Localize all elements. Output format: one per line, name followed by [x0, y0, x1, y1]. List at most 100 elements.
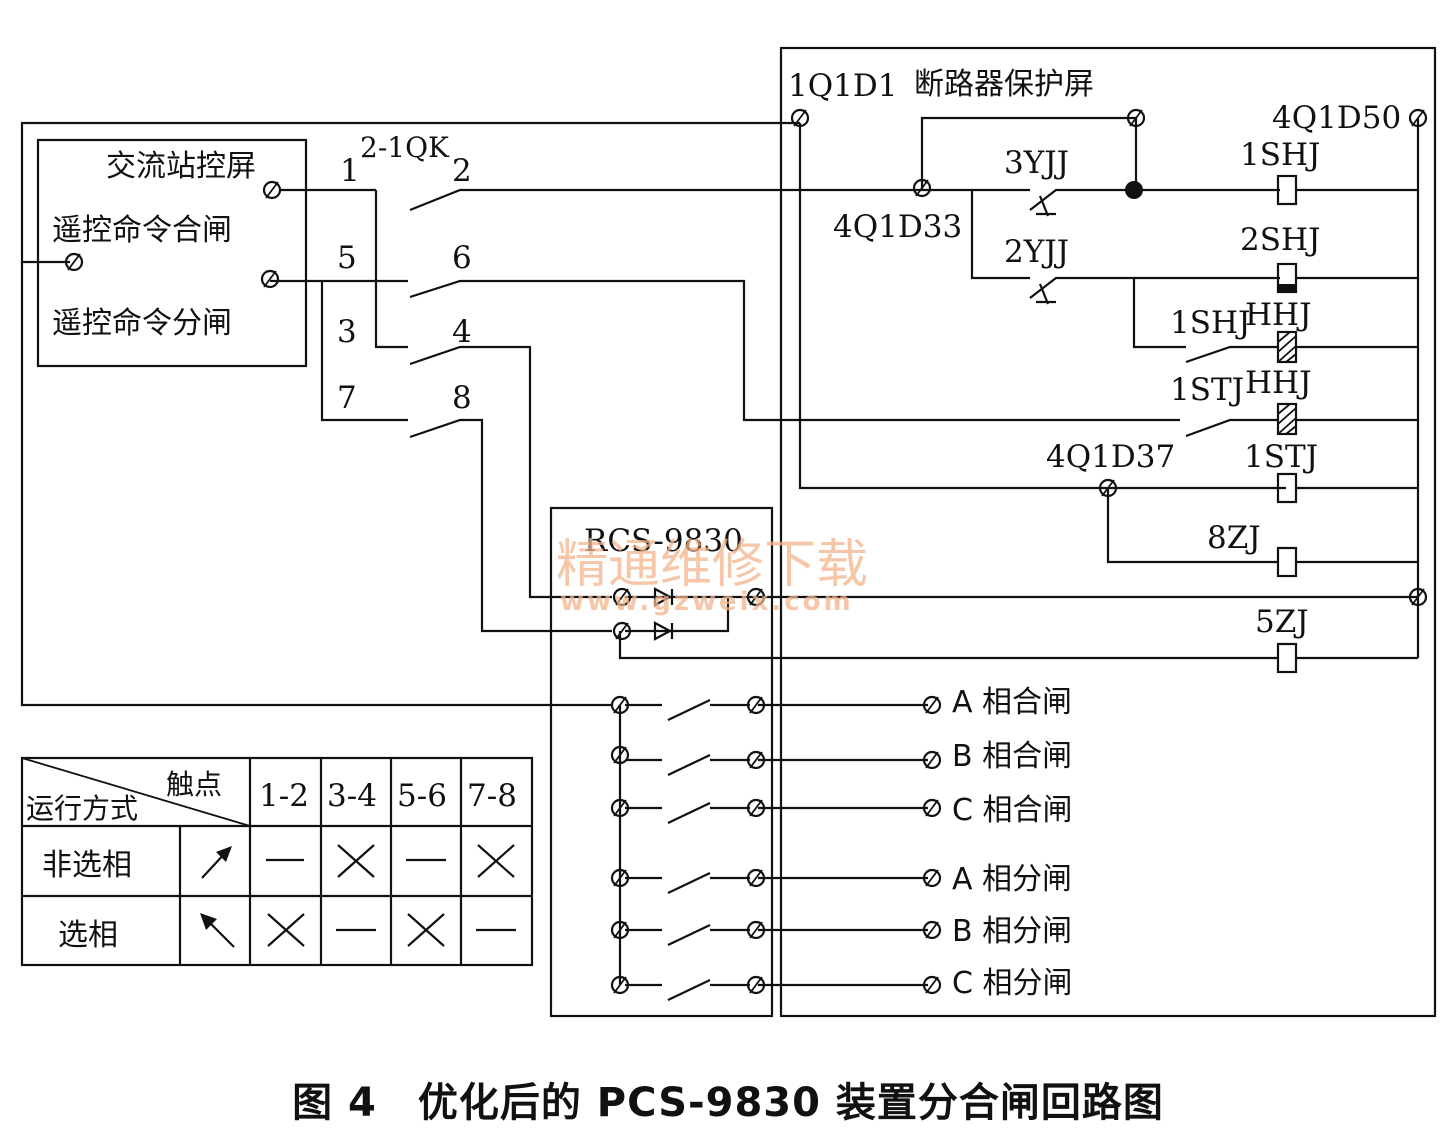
diode-2 [653, 621, 674, 641]
terminal-4q1d50: 4Q1D50 [1272, 100, 1401, 136]
contact-1-label: 1 [340, 153, 360, 189]
terminal-symbol [912, 178, 932, 198]
terminal-symbol [64, 252, 84, 272]
contact-2-label: 2 [452, 153, 472, 189]
table-header-contacts: 触点 [166, 768, 222, 801]
terminals [64, 108, 1428, 995]
breaker-panel-title: 断路器保护屏 [914, 67, 1094, 102]
terminal-4q1d37: 4Q1D37 [1046, 439, 1175, 475]
terminal-symbol [746, 975, 766, 995]
terminal-symbol [746, 920, 766, 940]
output-a-open: A 相分闸 [952, 862, 1072, 897]
relay-2yjj-label: 2YJJ [1004, 234, 1069, 270]
mark-cross [337, 844, 375, 878]
terminal-symbol [922, 750, 942, 770]
contact-7-label: 7 [337, 380, 357, 416]
contact-4-label: 4 [452, 314, 472, 350]
open-command-label: 遥控命令分闸 [52, 306, 232, 341]
rcs9830-device-box [549, 506, 774, 1018]
contact-1stj-label: 1STJ [1170, 372, 1244, 408]
output-c-close: C 相合闸 [952, 793, 1072, 828]
table-col-3-4: 3-4 [327, 778, 377, 814]
terminal-symbol [746, 587, 766, 607]
breaker-panel-box [779, 46, 1437, 1018]
circuit-diagram: 交流站控屏 遥控命令合闸 遥控命令分闸 1Q1D1 断路器保护屏 RCS-983… [20, 46, 1437, 1018]
terminal-symbol [610, 745, 630, 765]
contact-5-label: 5 [337, 240, 357, 276]
coil-2shj-fill [1278, 284, 1296, 292]
contact-table: 触点 运行方式 1-2 3-4 5-6 7-8 非选相 选相 [20, 756, 534, 967]
output-a-close: A 相合闸 [952, 685, 1072, 720]
diodes [653, 587, 674, 641]
terminal-symbol [610, 920, 630, 940]
wiring [20, 116, 1420, 1001]
terminal-symbol [610, 868, 630, 888]
coil-8zj [1276, 546, 1298, 578]
yjj-contact-symbols [1036, 181, 1143, 305]
terminal-symbol [1408, 587, 1428, 607]
switch-name: 2-1QK [360, 131, 450, 164]
table-col-5-6: 5-6 [397, 778, 447, 814]
relay-hhj2-label: HHJ [1245, 365, 1312, 401]
terminal-4q1d33: 4Q1D33 [833, 209, 962, 245]
diode-1 [653, 587, 674, 607]
coil-1shj [1276, 174, 1298, 206]
table-row-select-label: 选相 [58, 918, 118, 953]
terminal-symbol [1126, 108, 1146, 128]
terminal-symbol [746, 695, 766, 715]
mark-cross [267, 913, 305, 947]
table-col-7-8: 7-8 [467, 778, 517, 814]
relay-hhj1-label: HHJ [1245, 297, 1312, 333]
watermark-text: 精通维修下载 [556, 535, 868, 595]
close-command-label: 遥控命令合闸 [52, 213, 232, 248]
ac-station-panel-box [36, 138, 308, 368]
coil-1stj [1276, 472, 1298, 504]
terminal-symbol [922, 920, 942, 940]
watermark-url: www.gzweix.com [560, 587, 854, 617]
table-header-mode: 运行方式 [26, 792, 138, 825]
arrow-up-left-icon [200, 913, 235, 948]
terminal-symbol [922, 975, 942, 995]
terminal-symbol [746, 750, 766, 770]
contact-3-label: 3 [337, 314, 357, 350]
arrow-up-right-icon [201, 846, 232, 879]
mark-cross [407, 913, 445, 947]
relay-8zj-label: 8ZJ [1207, 520, 1261, 556]
terminal-symbol [1098, 478, 1118, 498]
mark-cross [477, 844, 515, 878]
coil-hhj2-hatch [1277, 403, 1297, 435]
device-name: RCS-9830 [584, 523, 743, 559]
relay-3yjj-label: 3YJJ [1004, 145, 1069, 181]
terminal-symbol [922, 868, 942, 888]
table-col-1-2: 1-2 [259, 778, 309, 814]
output-b-open: B 相分闸 [952, 914, 1072, 949]
relay-1stj-coil-label: 1STJ [1244, 439, 1318, 475]
coil-hhj2 [1276, 402, 1298, 436]
terminal-symbol [746, 868, 766, 888]
terminal-symbol [922, 695, 942, 715]
relay-1shj-label: 1SHJ [1240, 137, 1320, 173]
coil-hhj1 [1276, 330, 1298, 364]
ac-panel-title: 交流站控屏 [106, 149, 256, 184]
relay-5zj-label: 5ZJ [1255, 604, 1309, 640]
terminal-symbol [1408, 108, 1428, 128]
terminal-symbol [262, 180, 282, 200]
output-c-open: C 相分闸 [952, 966, 1072, 1001]
terminal-symbol [260, 269, 280, 289]
terminal-symbol [790, 108, 810, 128]
terminal-symbol [610, 798, 630, 818]
terminal-symbol [746, 798, 766, 818]
terminal-symbol [922, 798, 942, 818]
terminal-symbol [610, 975, 630, 995]
terminal-1q1d1: 1Q1D1 [788, 68, 897, 104]
terminal-symbol [612, 621, 632, 641]
terminal-symbol [610, 695, 630, 715]
junction-dot [1125, 181, 1143, 199]
relay-2shj-label: 2SHJ [1240, 222, 1320, 258]
coil-hhj1-hatch [1277, 331, 1297, 363]
contact-8-label: 8 [452, 380, 472, 416]
terminal-symbol [612, 587, 632, 607]
coil-5zj [1276, 642, 1298, 674]
relay-coils [1276, 174, 1298, 674]
contact-1shj-label: 1SHJ [1170, 305, 1250, 341]
